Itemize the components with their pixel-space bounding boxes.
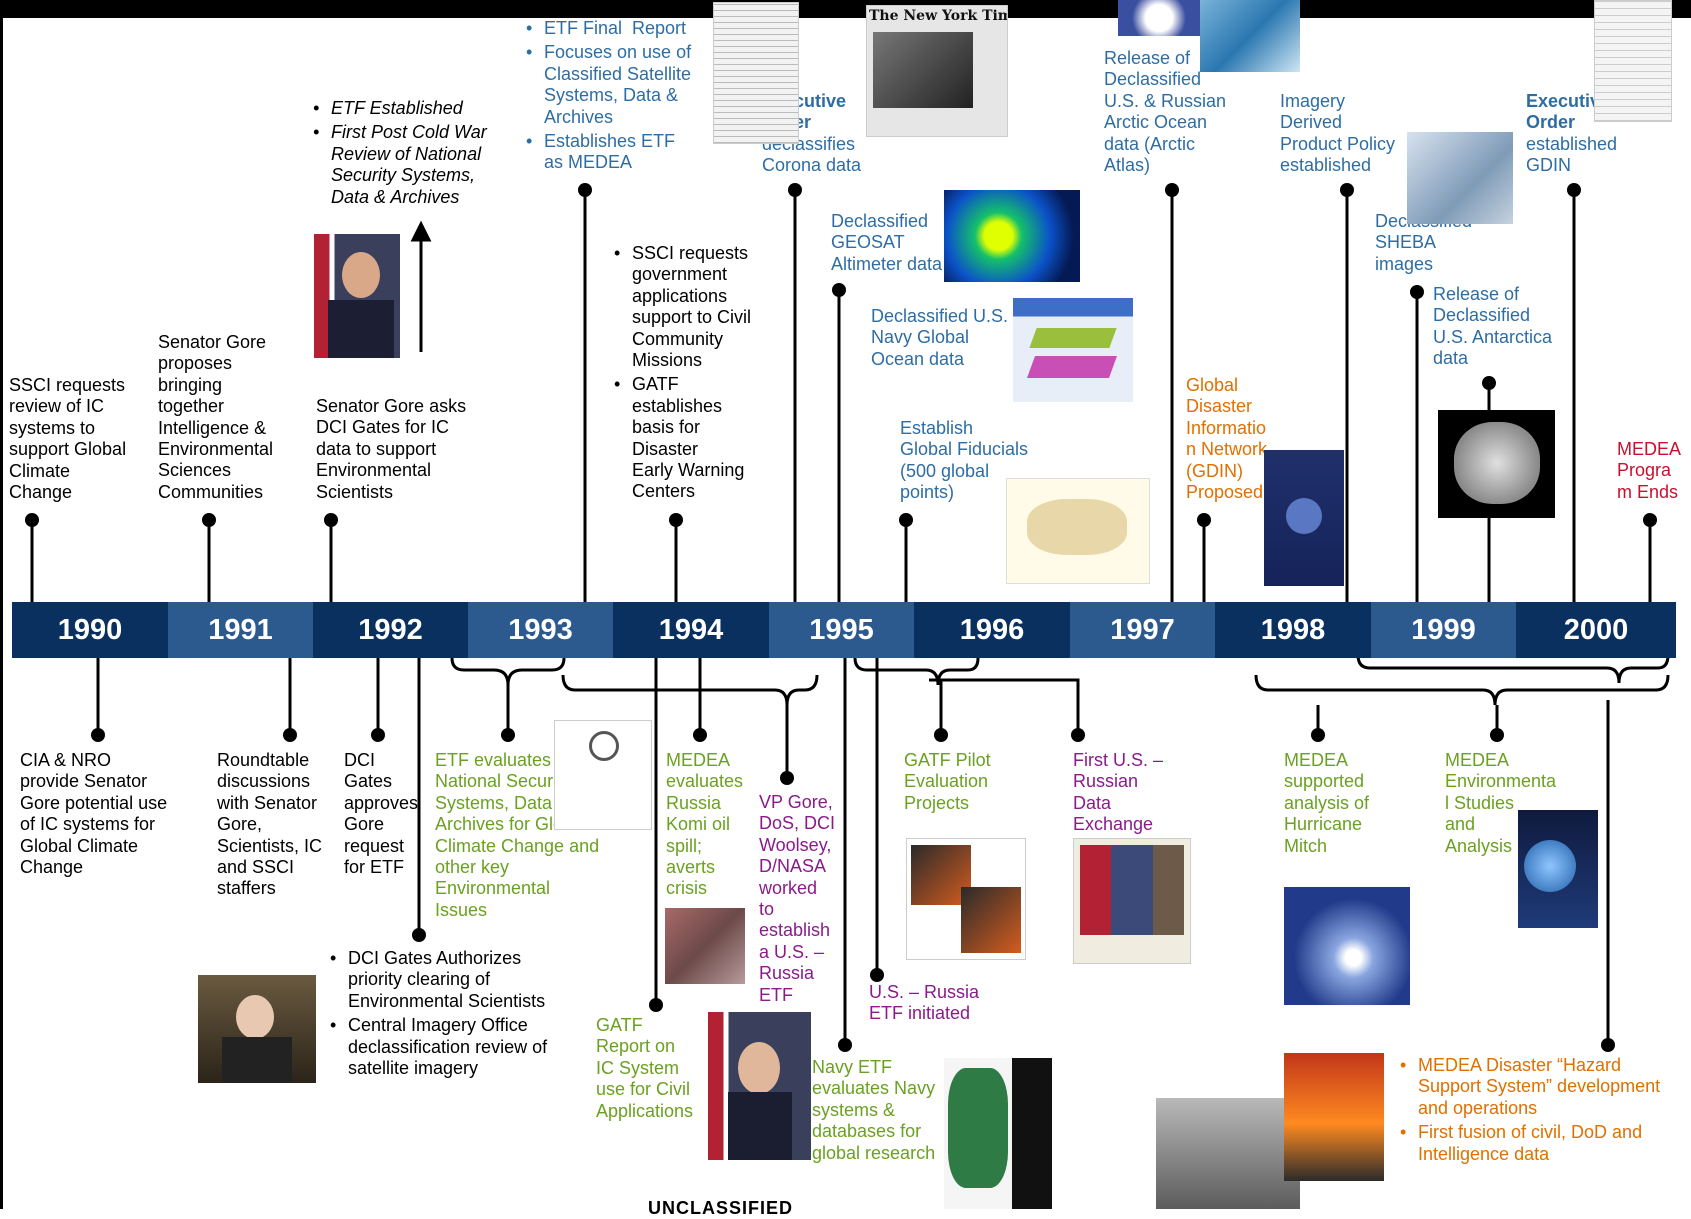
event-gore-proposes: Senator Gore proposes bringing together … (158, 332, 274, 502)
gatf-pilot-florida-image (906, 838, 1026, 960)
year-1990: 1990 (12, 602, 168, 658)
us-russia-exchange-photo-image (1073, 838, 1191, 964)
year-1996: 1996 (914, 602, 1070, 658)
year-2000: 2000 (1516, 602, 1676, 658)
left-border (0, 0, 3, 1209)
event-establishes-medea: Establishes ETF as MEDEA (526, 131, 691, 174)
event-medea-ends: MEDEA Progra m Ends (1617, 439, 1682, 502)
antarctica-map-image (1438, 410, 1555, 518)
event-gatf-establishes: GATF establishes basis for Disaster Earl… (614, 374, 751, 502)
event-focuses: Focuses on use of Classified Satellite S… (526, 42, 691, 128)
event-gatf-pilot: GATF Pilot Evaluation Projects (904, 750, 991, 813)
navy-etf-globe-image (944, 1058, 1052, 1209)
event-navy-etf: Navy ETF evaluates Navy systems & databa… (812, 1057, 936, 1163)
event-dci-approves: DCI Gates approves Gore request for ETF (344, 750, 419, 878)
year-1999: 1999 (1371, 602, 1516, 658)
arctic-ocean-map-image (1200, 0, 1300, 72)
event-medea-env: MEDEA Environmenta l Studies and Analysi… (1445, 750, 1557, 856)
gore-portrait-image (314, 234, 400, 358)
event-post-cold-war: First Post Cold War Review of National S… (313, 122, 487, 208)
event-ssci-review: SSCI requests review of IC systems to su… (9, 375, 127, 503)
event-antarctica: Release of Declassified U.S. Antarctica … (1433, 284, 1553, 369)
event-1992-below-list: DCI Gates Authorizes priority clearing o… (330, 948, 547, 1082)
volcano-eruption-image (1156, 1098, 1300, 1209)
event-cia-nro: CIA & NRO provide Senator Gore potential… (20, 750, 168, 878)
etf-report-document-image (713, 2, 799, 144)
sheba-ice-image (1407, 132, 1513, 224)
year-1998: 1998 (1215, 602, 1371, 658)
woolsey-portrait-image (708, 1012, 811, 1160)
nyt-newspaper-image: The New York Times (866, 5, 1008, 137)
event-dci-authorizes: DCI Gates Authorizes priority clearing o… (330, 948, 547, 1012)
year-1992: 1992 (313, 602, 468, 658)
year-1994: 1994 (613, 602, 769, 658)
event-first-fusion: First fusion of civil, DoD and Intellige… (1400, 1122, 1660, 1165)
year-1993: 1993 (468, 602, 613, 658)
arctic-atlas-cover-image (1118, 0, 1200, 36)
event-gore-asks: Senator Gore asks DCI Gates for IC data … (316, 396, 467, 502)
year-1995: 1995 (769, 602, 914, 658)
event-roundtable: Roundtable discussions with Senator Gore… (217, 750, 323, 899)
event-exec-order-2-text: established GDIN (1526, 134, 1618, 176)
event-gatf-report: GATF Report on IC System use for Civil A… (596, 1015, 694, 1121)
event-first-us-russian: First U.S. – Russian Data Exchange (1073, 750, 1164, 835)
event-etf-established-list: ETF Established First Post Cold War Revi… (313, 98, 487, 211)
event-imagery-policy: Imagery Derived Product Policy establish… (1280, 91, 1396, 176)
event-exec-order-2-title: Executive Order (1526, 91, 1611, 133)
wildfire-image (1284, 1053, 1384, 1181)
gdin-executive-order-document-image (1594, 0, 1672, 122)
environmental-studies-cover-image (1518, 810, 1598, 928)
navy-ocean-data-image (1013, 298, 1133, 402)
event-fiducials: Establish Global Fiducials (500 global p… (900, 418, 1029, 503)
nyt-masthead: The New York Times (869, 8, 1007, 24)
event-etf-established: ETF Established (313, 98, 487, 120)
global-fiducials-map-image (1006, 478, 1150, 584)
event-medea-russia: MEDEA evaluates Russia Komi oil spill; a… (666, 750, 744, 899)
event-arctic-release: Release of Declassified U.S. & Russian A… (1104, 48, 1227, 176)
hurricane-mitch-image (1284, 887, 1410, 1005)
event-navy-ocean: Declassified U.S. Navy Global Ocean data (871, 306, 1009, 369)
event-etf-final-list: ETF Final Report Focuses on use of Class… (526, 18, 691, 177)
dci-gates-photo-image (198, 975, 316, 1083)
event-medea-mitch: MEDEA supported analysis of Hurricane Mi… (1284, 750, 1370, 856)
event-2000-below-list: MEDEA Disaster “Hazard Support System” d… (1400, 1055, 1660, 1168)
year-1991: 1991 (168, 602, 313, 658)
geosat-altimeter-image (944, 190, 1080, 282)
gdin-report-cover-image (1264, 450, 1344, 586)
event-vp-gore: VP Gore, DoS, DCI Woolsey, D/NASA worked… (759, 792, 836, 1005)
komi-oil-spill-image (665, 908, 745, 984)
event-geosat: Declassified GEOSAT Altimeter data (831, 211, 943, 274)
event-etf-final-report: ETF Final Report (526, 18, 691, 40)
event-gdin-proposed: Global Disaster Informatio n Network (GD… (1186, 375, 1268, 503)
event-ssci-requests-gov: SSCI requests government applications su… (614, 243, 751, 371)
event-etf-evaluates: ETF evaluates National Security Systems,… (435, 750, 600, 920)
etf-evaluation-document-image (554, 720, 652, 830)
timeline-bar: 1990 1991 1992 1993 1994 1995 1996 1997 … (12, 602, 1676, 658)
event-hazard-support: MEDEA Disaster “Hazard Support System” d… (1400, 1055, 1660, 1119)
event-central-imagery: Central Imagery Office declassification … (330, 1015, 547, 1079)
event-1994-list: SSCI requests government applications su… (614, 243, 751, 506)
year-1997: 1997 (1070, 602, 1215, 658)
event-us-russia-etf: U.S. – Russia ETF initiated (869, 982, 980, 1024)
